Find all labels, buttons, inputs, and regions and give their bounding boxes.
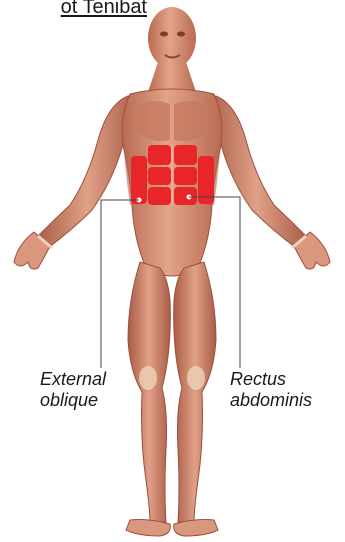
neck [148, 62, 196, 92]
head [148, 7, 196, 69]
left-arm [14, 96, 138, 269]
left-leg [126, 262, 170, 536]
right-leg [174, 262, 218, 536]
label-rectus-abdominis: Rectus abdominis [230, 369, 312, 411]
label-external-oblique-line2: oblique [40, 390, 106, 411]
external-oblique-left [131, 156, 147, 204]
label-external-oblique: External oblique [40, 369, 106, 411]
label-rectus-abdominis-line2: abdominis [230, 390, 312, 411]
right-arm [206, 96, 330, 269]
label-rectus-abdominis-line1: Rectus [230, 369, 312, 390]
label-external-oblique-line1: External [40, 369, 106, 390]
